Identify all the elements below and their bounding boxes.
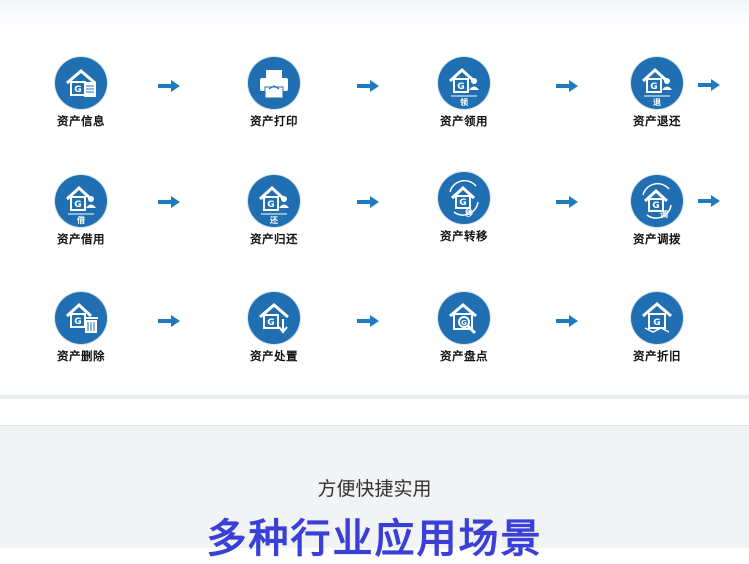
house-cycle-icon: G 调 xyxy=(631,175,683,227)
arrow-right-icon xyxy=(357,315,379,327)
svg-text:移: 移 xyxy=(465,208,473,218)
house-person-icon: G 领 xyxy=(438,57,490,109)
flow-item-asset-allocate[interactable]: G 调 资产调拨 xyxy=(602,175,712,247)
scenario-section: 方便快捷实用 多种行业应用场景 xyxy=(0,425,749,562)
svg-text:G: G xyxy=(267,318,274,328)
house-magnifier-icon: G xyxy=(438,292,490,344)
house-person-icon: G 借 xyxy=(55,175,107,227)
house-trash-icon: G xyxy=(55,292,107,344)
svg-text:G: G xyxy=(653,318,660,328)
house-arrow-icon: G xyxy=(248,292,300,344)
house-person-icon: G 退 xyxy=(631,57,683,109)
house-trend-icon: G xyxy=(631,292,683,344)
arrow-right-icon xyxy=(556,315,578,327)
flow-item-asset-print[interactable]: 资产打印 xyxy=(219,57,329,129)
section-divider xyxy=(0,395,749,399)
svg-text:G: G xyxy=(652,201,659,211)
svg-text:G: G xyxy=(459,198,466,208)
flow-item-label: 资产信息 xyxy=(57,114,105,128)
svg-text:G: G xyxy=(74,85,81,95)
svg-text:G: G xyxy=(267,200,274,210)
section-subtitle: 方便快捷实用 xyxy=(317,478,432,500)
house-cycle-icon: G 移 xyxy=(438,172,490,224)
flow-item-label: 资产删除 xyxy=(57,349,105,363)
flow-item-asset-transfer[interactable]: G 移 资产转移 xyxy=(409,172,519,244)
arrow-right-icon xyxy=(357,80,379,92)
arrow-right-icon xyxy=(556,80,578,92)
arrow-right-icon xyxy=(357,196,379,208)
arrow-right-icon xyxy=(158,196,180,208)
svg-text:退: 退 xyxy=(653,98,661,107)
flow-item-label: 资产盘点 xyxy=(440,349,488,363)
flow-item-label: 资产退还 xyxy=(633,114,681,128)
arrow-right-icon xyxy=(158,315,180,327)
flow-item-label: 资产归还 xyxy=(250,232,298,246)
arrow-right-icon xyxy=(158,80,180,92)
svg-text:借: 借 xyxy=(76,215,85,225)
flow-item-label: 资产调拨 xyxy=(633,232,681,246)
flow-item-asset-giveback[interactable]: G 还 资产归还 xyxy=(219,175,329,247)
svg-text:G: G xyxy=(650,82,657,92)
flow-item-asset-info[interactable]: G 资产信息 xyxy=(26,57,136,129)
house-person-icon: G 还 xyxy=(248,175,300,227)
house-document-icon: G xyxy=(55,57,107,109)
arrow-right-icon xyxy=(556,196,578,208)
flow-item-asset-return[interactable]: G 退 资产退还 xyxy=(602,57,712,129)
top-strip xyxy=(0,0,749,30)
flow-item-asset-borrow[interactable]: G 借 资产借用 xyxy=(26,175,136,247)
section-title: 多种行业应用场景 xyxy=(206,516,543,562)
svg-text:G: G xyxy=(457,82,464,92)
svg-text:G: G xyxy=(461,319,467,327)
flow-item-label: 资产转移 xyxy=(440,229,488,243)
flow-item-label: 资产领用 xyxy=(440,114,488,128)
flow-item-label: 资产打印 xyxy=(250,114,298,128)
flow-item-label: 资产处置 xyxy=(250,349,298,363)
flow-item-label: 资产借用 xyxy=(57,232,105,246)
svg-text:调: 调 xyxy=(660,209,668,219)
svg-text:还: 还 xyxy=(269,215,279,225)
arrow-right-icon xyxy=(698,195,720,207)
arrow-right-icon xyxy=(698,79,720,91)
svg-text:G: G xyxy=(74,317,81,327)
svg-text:领: 领 xyxy=(460,97,468,107)
flow-item-asset-inventory[interactable]: G 资产盘点 xyxy=(409,292,519,364)
svg-text:G: G xyxy=(74,200,81,210)
printer-icon xyxy=(248,57,300,109)
flow-item-asset-dispose[interactable]: G 资产处置 xyxy=(219,292,329,364)
flow-item-asset-depreciation[interactable]: G 资产折旧 xyxy=(602,292,712,364)
flow-item-asset-delete[interactable]: G 资产删除 xyxy=(26,292,136,364)
flow-item-label: 资产折旧 xyxy=(633,349,681,363)
asset-flow: G 资产信息 资产打印 G xyxy=(26,57,720,364)
flow-item-asset-receive[interactable]: G 领 资产领用 xyxy=(409,57,519,129)
